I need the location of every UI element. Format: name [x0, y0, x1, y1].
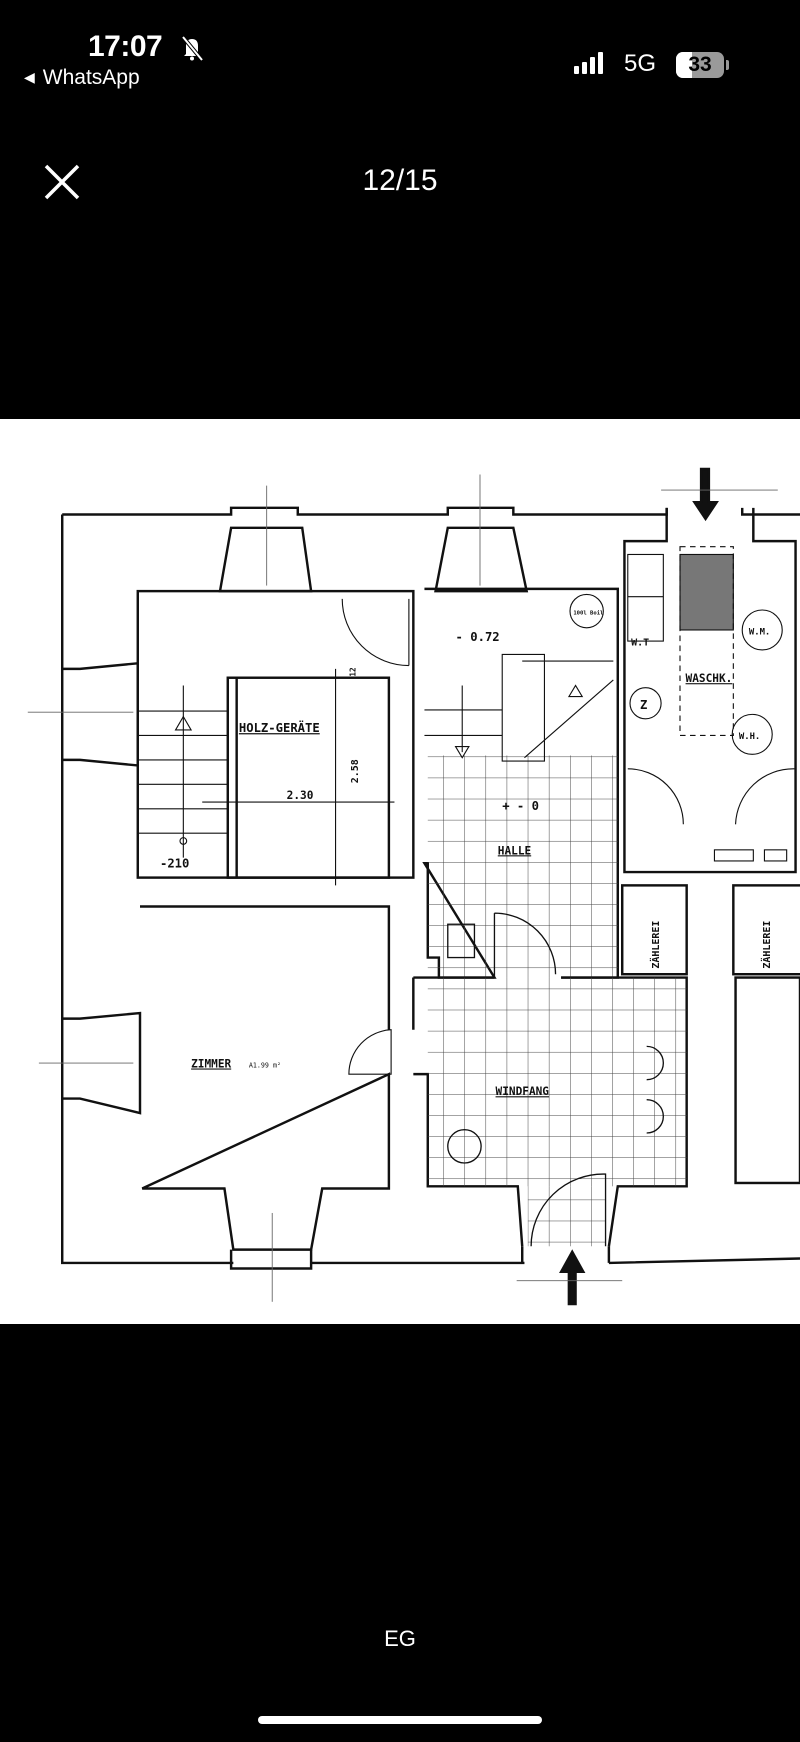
label-zaehlerei-2: ZÄHLEREI	[759, 921, 773, 969]
fixture-wm: W.M.	[749, 627, 770, 637]
fixture-wt: W.T	[631, 638, 649, 649]
room-zimmer	[140, 905, 391, 1251]
floor-plan-drawing: HOLZ-GERÄTE 2.30 2.58 12 -210 - 0.72 + -…	[27, 467, 800, 1306]
back-to-app-link[interactable]: ◀ WhatsApp	[24, 66, 140, 90]
label-zimmer: ZIMMER	[191, 1057, 231, 1070]
battery-icon: 33	[676, 52, 724, 78]
network-type: 5G	[624, 50, 657, 77]
close-icon[interactable]	[44, 164, 80, 200]
level-upper: - 0.72	[456, 630, 500, 644]
room-waschkueche	[623, 507, 797, 874]
label-zimmer-area: A1.99 m²	[249, 1061, 281, 1069]
level-stair: -210	[160, 857, 189, 871]
home-indicator[interactable]	[258, 1716, 542, 1724]
fixture-wh: W.H.	[739, 732, 760, 742]
level-hall: + - 0	[502, 799, 539, 813]
image-counter: 12/15	[362, 164, 438, 197]
fixture-z: Z	[640, 698, 647, 712]
room-zaehlerei-1	[621, 884, 688, 976]
room-zaehlerei-2	[732, 884, 800, 976]
label-zaehlerei-1: ZÄHLEREI	[648, 921, 662, 969]
battery-tip	[726, 60, 729, 70]
image-caption: EG	[384, 1626, 416, 1651]
signal-icon	[574, 52, 603, 74]
battery-level: 33	[688, 53, 712, 76]
back-app-label: WhatsApp	[42, 66, 140, 89]
status-time: 17:07	[88, 30, 163, 63]
dimension-small: 12	[349, 667, 358, 677]
label-windfang: WINDFANG	[496, 1085, 550, 1098]
dimension-height: 2.58	[350, 759, 361, 783]
label-halle: HALLE	[498, 844, 531, 857]
outer-wall-top	[62, 506, 668, 516]
room-holz-geraete	[226, 676, 391, 879]
floor-plan-image[interactable]: HOLZ-GERÄTE 2.30 2.58 12 -210 - 0.72 + -…	[0, 419, 800, 1324]
label-waschk: WASCHK.	[686, 672, 733, 685]
dimension-width: 2.30	[287, 789, 314, 802]
label-holz-geraete: HOLZ-GERÄTE	[239, 720, 320, 735]
bell-muted-icon	[181, 35, 204, 62]
back-triangle-icon: ◀	[24, 69, 35, 85]
fixture-boiler: 100l Boil	[573, 610, 603, 616]
